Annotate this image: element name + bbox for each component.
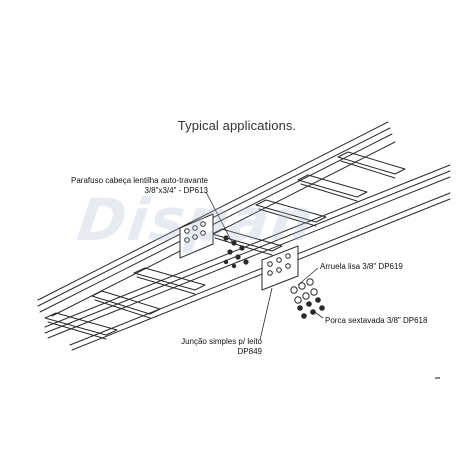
front-splice-plate [261,245,299,291]
splice-label: Junção simples p/ leito DP849 [150,337,262,357]
back-splice-plate [179,213,214,259]
rung-5 [255,199,327,227]
nut-leader [311,309,324,319]
nut-label: Porca sextavada 3/8" DP618 [325,316,428,325]
rung-2 [91,290,161,319]
splice-label-line1: Junção simples p/ leito [181,337,262,346]
nut-cluster [297,297,325,319]
splice-leader [259,287,273,341]
screw-label-line1: Parafuso cabeça lentilha auto-travante [71,176,208,185]
corner-mark [435,377,440,379]
screw-cluster [223,235,249,269]
rung-1 [44,312,118,340]
rung-6 [297,174,368,202]
diagram-title: Typical applications. [177,118,297,133]
screw-label: Parafuso cabeça lentilha auto-travante 3… [40,176,208,196]
washer-leader [297,267,319,286]
watermark: Dispan [73,186,320,254]
screw-label-line2: 3/8"x3/4" - DP613 [144,186,209,195]
rung-7 [337,151,406,179]
splice-label-line2: DP849 [237,347,262,356]
washer-cluster [290,278,318,304]
leader-lines [205,191,324,341]
screw-leader [205,191,233,243]
rung-3 [133,267,206,295]
washer-label: Arruela lisa 3/8" DP619 [320,262,403,271]
